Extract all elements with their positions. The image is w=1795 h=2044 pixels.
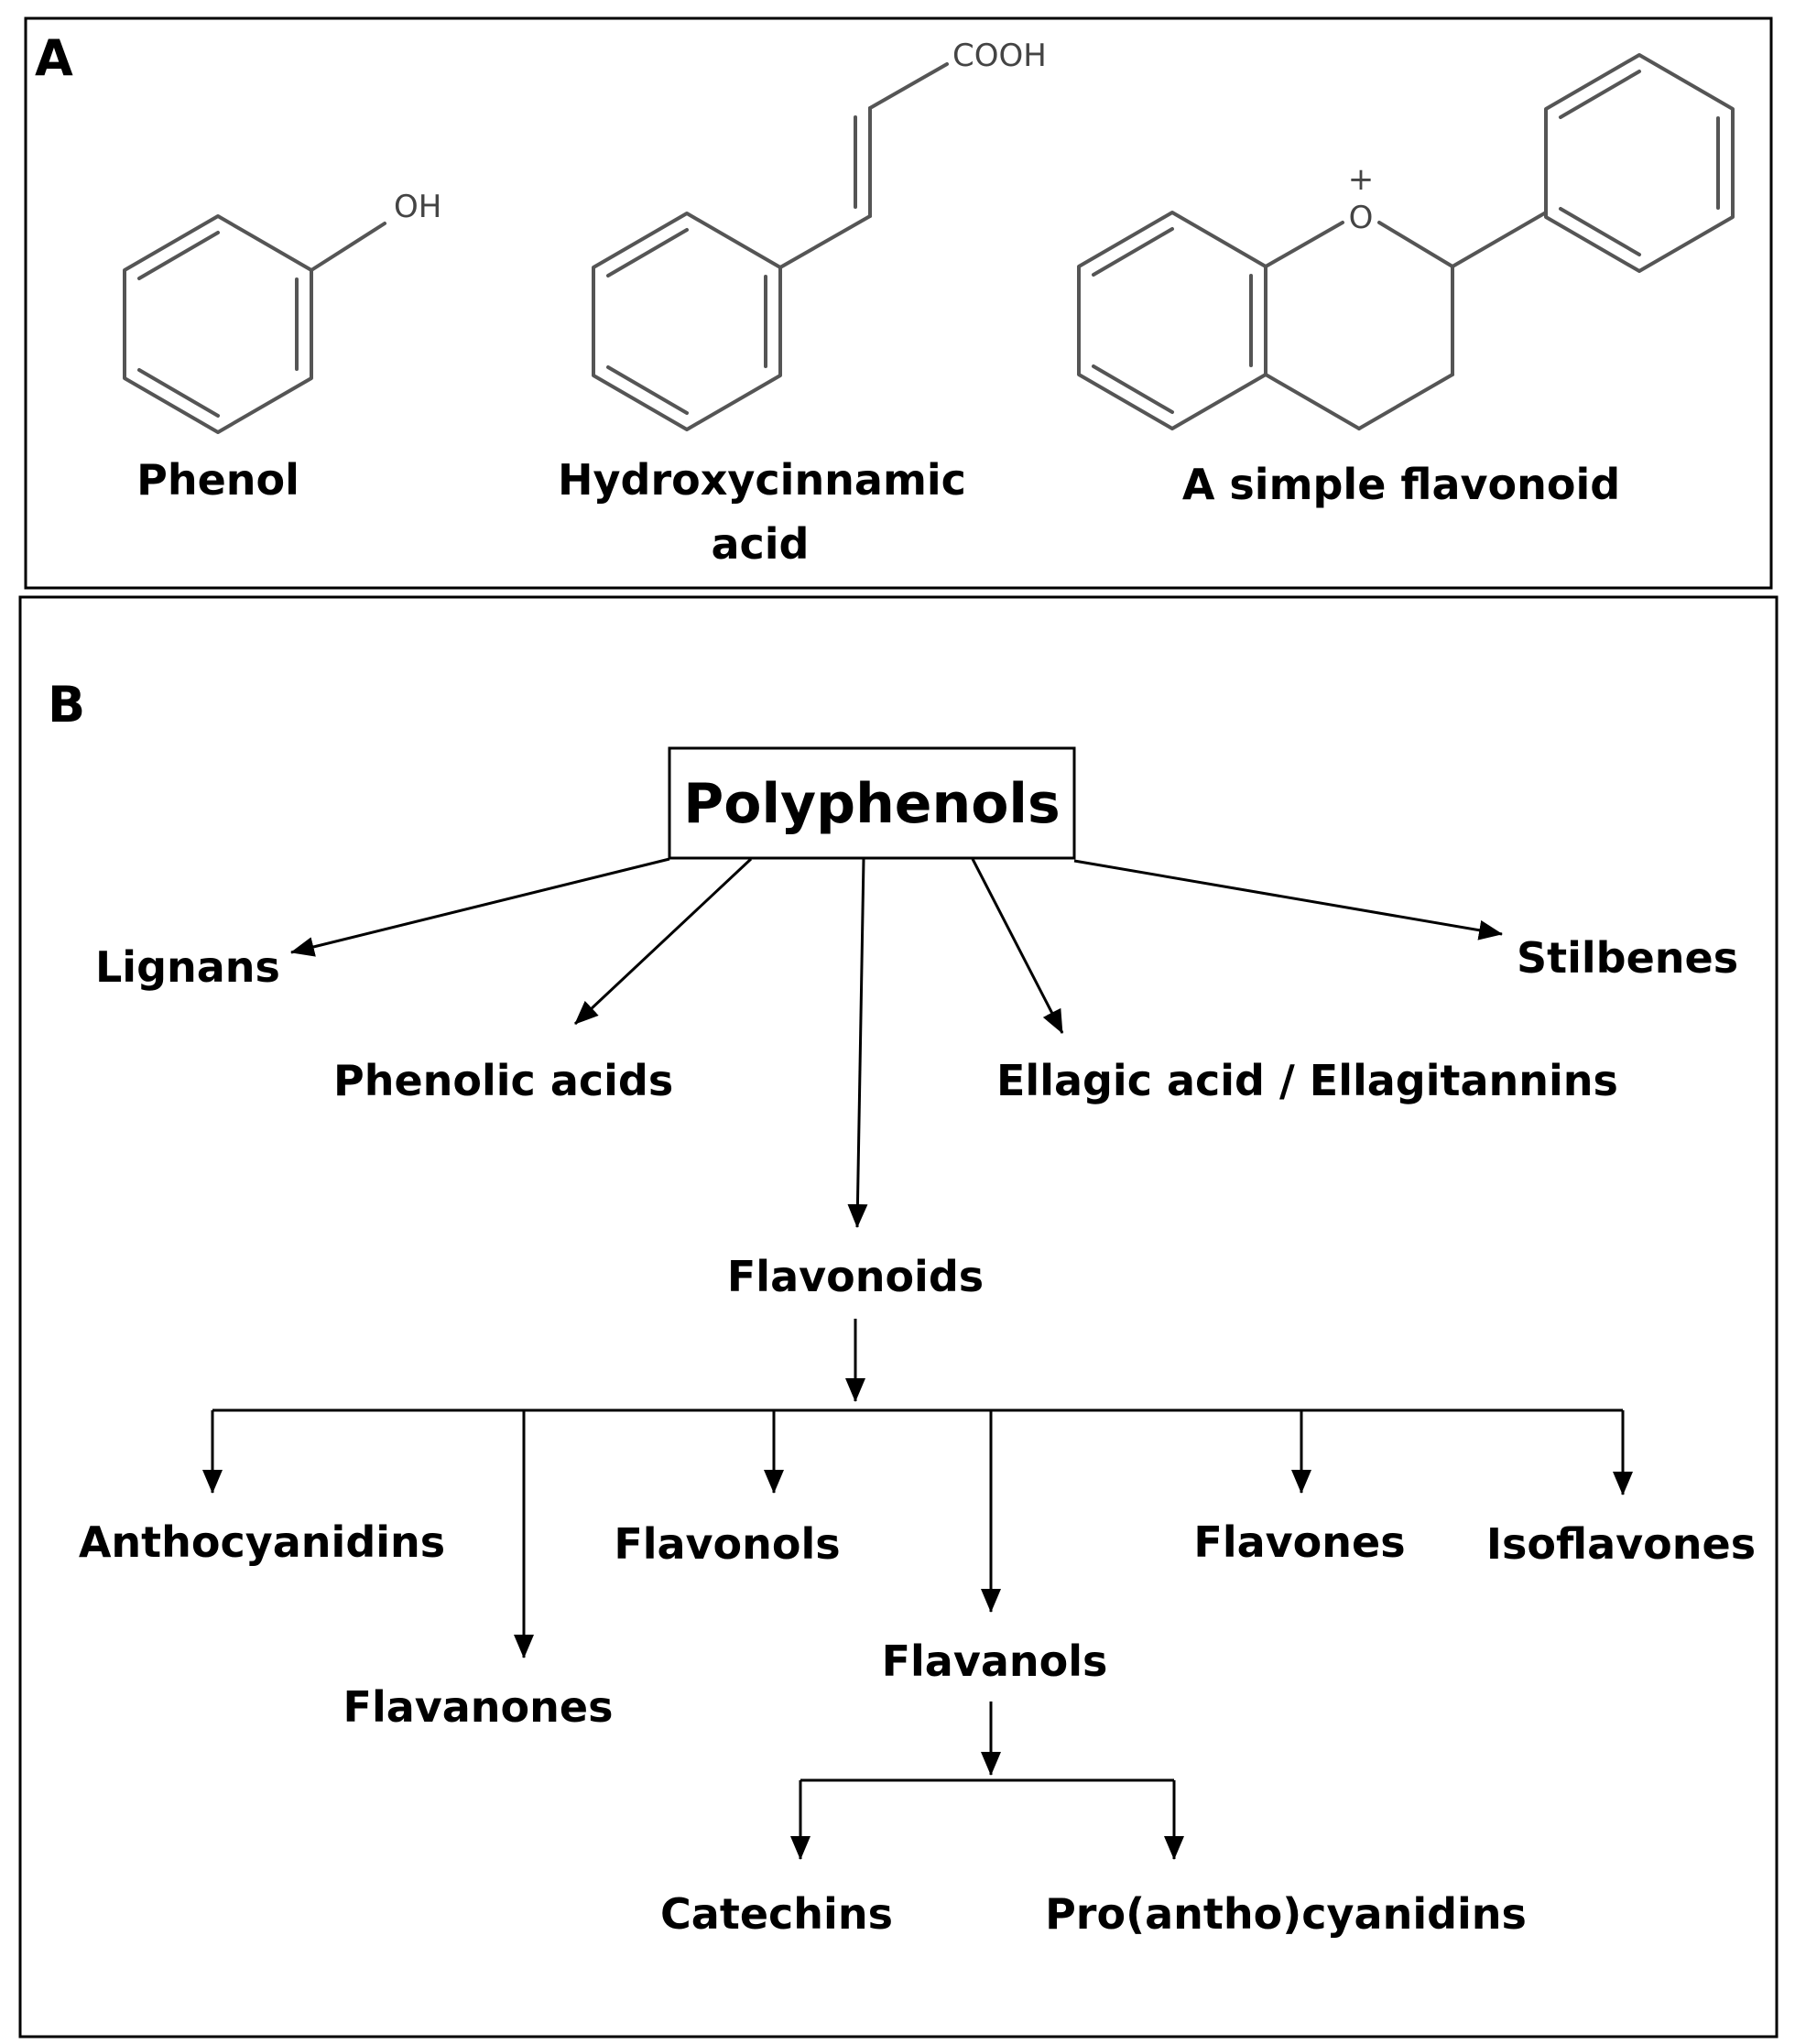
edge-to-flavonoids bbox=[847, 858, 868, 1228]
edge-to-stilbenes bbox=[1073, 859, 1503, 940]
panel-a-label: A bbox=[35, 29, 73, 87]
flavonoid-charge: + bbox=[1348, 161, 1375, 198]
polyphenols-box bbox=[668, 746, 1076, 860]
cooh-atom: COOH bbox=[952, 38, 1047, 74]
hydroxycinnamic-structure: COOH bbox=[592, 38, 1047, 431]
panel-b: B Polyphenols Lignans Phenolic acids Ell… bbox=[18, 595, 1779, 2039]
phenol-ring bbox=[123, 214, 313, 434]
b-ring-link-bond bbox=[1451, 211, 1548, 268]
polyphenols-title: Polyphenols bbox=[683, 772, 1060, 836]
phenol-label: Phenol bbox=[136, 455, 299, 505]
hydroxycinnamic-ring bbox=[592, 212, 782, 431]
node-flavones: Flavones bbox=[1193, 1517, 1405, 1567]
c-ring-bond bbox=[1357, 373, 1454, 430]
flavonoid-structure: O + bbox=[1077, 53, 1735, 430]
node-anthocyanidins: Anthocyanidins bbox=[79, 1517, 445, 1567]
panel-b-frame bbox=[18, 595, 1779, 2039]
node-proanthocyanidins: Pro(antho)cyanidins bbox=[1045, 1889, 1527, 1939]
panel-a-frame bbox=[24, 16, 1773, 590]
flavonoid-label: A simple flavonoid bbox=[1182, 460, 1620, 509]
c-ring-bond bbox=[1264, 373, 1361, 430]
node-flavonols: Flavonols bbox=[614, 1519, 840, 1569]
phenol-oh-bond bbox=[310, 222, 386, 272]
side-chain-bond-1 bbox=[778, 214, 872, 269]
node-lignans: Lignans bbox=[95, 942, 280, 992]
flavonoid-a-ring bbox=[1077, 211, 1267, 430]
hydroxycinnamic-label-line1: Hydroxycinnamic bbox=[558, 455, 966, 505]
phenol-structure: OH bbox=[123, 189, 441, 434]
side-chain-bond-3 bbox=[868, 62, 949, 110]
edge-to-lignans bbox=[290, 857, 670, 957]
edge-to-ellagic bbox=[971, 858, 1064, 1034]
node-flavanols: Flavanols bbox=[882, 1636, 1108, 1686]
node-stilbenes: Stilbenes bbox=[1517, 933, 1738, 983]
node-ellagic: Ellagic acid / Ellagitannins bbox=[996, 1056, 1618, 1105]
node-isoflavones: Isoflavones bbox=[1486, 1519, 1756, 1569]
panel-b-label: B bbox=[48, 676, 85, 734]
edge-to-phenolic-acids bbox=[573, 857, 753, 1026]
phenol-oh-atom: OH bbox=[394, 189, 441, 225]
node-catechins: Catechins bbox=[660, 1889, 893, 1939]
node-flavonoids: Flavonoids bbox=[727, 1252, 984, 1301]
node-phenolic-acids: Phenolic acids bbox=[333, 1056, 673, 1105]
c-ring-bond bbox=[1377, 221, 1454, 268]
panel-a: A OH Phenol COOH Hydroxycinnamic acid bbox=[24, 16, 1773, 590]
flavonoid-b-ring bbox=[1544, 53, 1735, 273]
flavonoid-oxygen-atom: O bbox=[1349, 200, 1374, 236]
hydroxycinnamic-label-line2: acid bbox=[711, 519, 809, 569]
node-flavanones: Flavanones bbox=[343, 1682, 614, 1732]
c-ring-bond bbox=[1264, 221, 1344, 268]
